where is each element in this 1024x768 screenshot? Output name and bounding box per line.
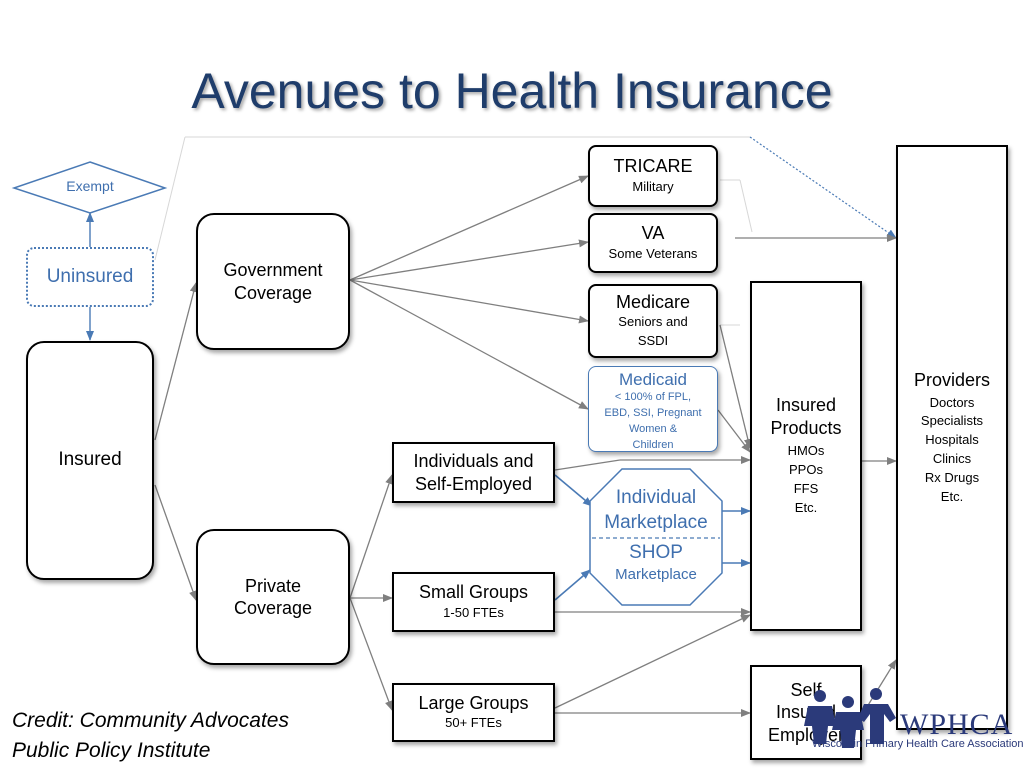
marketplace-octagon [589,468,723,606]
medicaid-node: Medicaid < 100% of FPL, EBD, SSI, Pregna… [588,366,718,452]
uninsured-node: Uninsured [26,247,154,307]
self-insured-line-1: Self [790,679,822,700]
private-label-1: Private [244,575,302,596]
credit-line-1: Credit: Community Advocates [12,709,289,732]
medicaid-sub-2: EBD, SSI, Pregnant [604,407,702,420]
providers-node: Providers Doctors Specialists Hospitals … [896,145,1008,730]
individual-marketplace-label: Individual Marketplace [590,486,722,535]
providers-item: Rx Drugs [924,469,980,485]
government-label-2: Coverage [233,282,313,303]
providers-item: Etc. [940,488,964,504]
logo-subtitle: Wisconsin Primary Health Care Associatio… [812,738,1024,750]
small-groups-node: Small Groups 1-50 FTEs [392,572,555,632]
people-logo-icon [804,688,896,748]
shop-line-2: Marketplace [615,565,697,583]
individuals-node: Individuals and Self-Employed [392,442,555,503]
insured-products-node: Insured Products HMOs PPOs FFS Etc. [750,281,862,631]
page-title: Avenues to Health Insurance [191,63,833,119]
medicare-sub-1: Seniors and [618,314,688,330]
government-label-1: Government [223,260,323,280]
insured-products-title-1: Insured [775,395,837,416]
tricare-node: TRICARE Military [588,145,718,207]
individuals-label-1: Individuals and [413,451,534,471]
small-groups-sub: 1-50 FTEs [443,604,504,620]
large-groups-sub: 50+ FTEs [445,715,502,731]
medicare-title: Medicare [615,291,691,312]
medicare-sub-2: SSDI [637,333,669,349]
government-coverage-node: Government Coverage [196,213,350,350]
providers-item: Specialists [920,413,984,429]
private-label-2: Coverage [233,598,313,618]
insured-label: Insured [58,449,122,471]
va-node: VA Some Veterans [588,213,718,273]
va-title: VA [641,223,665,244]
providers-item: Clinics [932,451,972,467]
credit-line-2: Public Policy Institute [12,739,211,763]
shop-marketplace-label: SHOP Marketplace [590,542,722,584]
va-sub: Some Veterans [608,245,698,261]
credit-text: Credit: Community Advocates Public Polic… [12,706,289,767]
large-groups-title: Large Groups [418,692,529,713]
insured-products-item: PPOs [789,462,823,478]
individuals-label-2: Self-Employed [414,473,533,494]
insured-products-item: FFS [793,481,819,496]
insured-products-title-2: Products [770,417,842,438]
large-groups-node: Large Groups 50+ FTEs [392,683,555,742]
small-groups-title: Small Groups [418,582,529,603]
providers-item: Hospitals [925,432,979,448]
shop-line-1: SHOP [629,542,683,563]
uninsured-label: Uninsured [46,266,134,287]
insured-node: Insured [26,341,154,580]
tricare-title: TRICARE [613,156,693,177]
medicaid-sub-3: Women & [628,423,678,436]
insured-products-item: HMOs [787,443,825,459]
exempt-diamond [11,161,168,214]
exempt-label: Exempt [66,178,114,194]
providers-title: Providers [913,370,991,390]
medicaid-title: Medicaid [618,370,688,389]
providers-item: Doctors [929,394,975,410]
individual-marketplace-line-1: Individual [615,487,697,508]
logo-wordmark: WPHCA [900,708,1014,741]
medicare-node: Medicare Seniors and SSDI [588,284,718,358]
insured-products-item: Etc. [794,499,818,515]
private-coverage-node: Private Coverage [196,529,350,665]
dotted-arrow-providers [749,136,897,239]
medicaid-sub-4: Children [632,439,674,452]
individual-marketplace-line-2: Marketplace [604,511,708,533]
tricare-sub: Military [632,178,674,194]
medicaid-sub-1: < 100% of FPL, [614,391,692,404]
